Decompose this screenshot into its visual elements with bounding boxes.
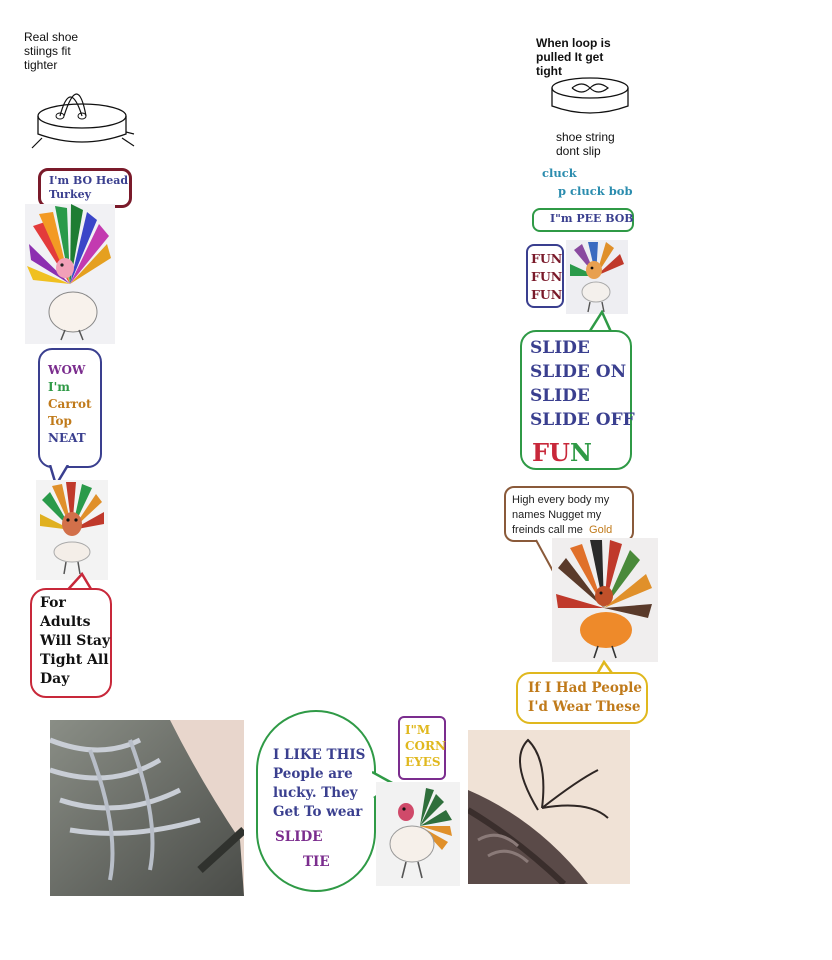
turkey-drawing-nugget <box>552 538 658 662</box>
speech-bubble-people: If I Had People I'd Wear These <box>516 672 648 724</box>
cluck-text: cluck <box>542 166 577 180</box>
speech-bubble-like-this: I LIKE THIS People are lucky. They Get T… <box>256 710 376 892</box>
note-right-diagram-sub: shoe string dont slip <box>556 130 615 158</box>
note-right-diagram: When loop is pulled It get tight <box>536 36 611 78</box>
speech-bubble-wow: WOW I'm Carrot Top NEAT <box>38 348 102 468</box>
turkey-drawing-bo-head <box>25 204 115 344</box>
turkey-drawing-corn-eyes <box>376 782 460 886</box>
turkey-drawing-pee-bob <box>566 240 628 314</box>
speech-bubble-slide: SLIDE SLIDE ON SLIDE SLIDE OFF FUN <box>520 330 635 470</box>
fun-big-label: FUN <box>532 438 592 467</box>
shoe-photo-left <box>50 720 244 896</box>
turkey-drawing-carrot-top <box>36 480 108 580</box>
speech-bubble-nugget: High every body my names Nugget my frein… <box>504 486 634 542</box>
speech-bubble-fun-fun-fun: FUN FUN FUN <box>526 244 564 308</box>
note-left-diagram: Real shoe stiings fit tighter <box>24 30 79 72</box>
shoe-loop-sketch-left <box>31 93 135 149</box>
speech-bubble-corn-eyes: I"M CORN EYES <box>398 716 446 780</box>
p-cluck-bob-text: p cluck bob <box>558 184 633 198</box>
speech-tail-slide <box>586 310 614 334</box>
shoe-photo-right <box>468 730 630 884</box>
speech-bubble-pee-bob: I"m PEE BOB <box>532 208 634 232</box>
speech-bubble-bo-head: I'm BO Head Turkey <box>38 168 132 208</box>
speech-bubble-adults: For Adults Will Stay Tight All Day <box>30 588 112 698</box>
shoe-loop-sketch-right <box>551 77 629 114</box>
